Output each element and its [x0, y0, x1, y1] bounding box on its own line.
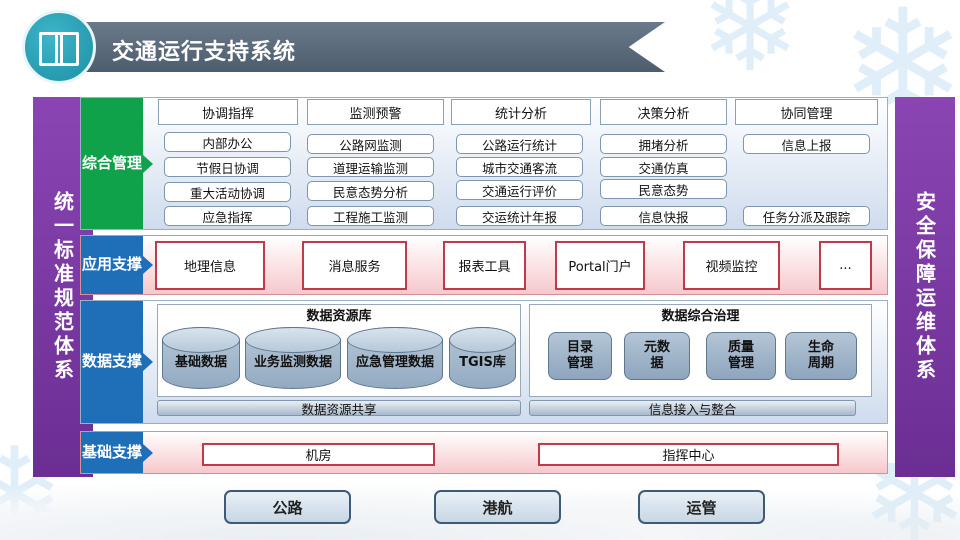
list-item: 信息上报	[743, 134, 870, 154]
db-cylinder: 业务监测数据	[245, 327, 341, 389]
page-title: 交通运行支持系统	[112, 40, 297, 65]
infra-item: 指挥中心	[538, 443, 839, 466]
infra-item: 机房	[202, 443, 435, 466]
right-pillar: 安全保障运维体系	[895, 97, 955, 477]
list-item: 任务分派及跟踪	[743, 206, 870, 226]
column-header: 协调指挥	[158, 99, 298, 125]
list-item: 内部办公	[164, 132, 291, 152]
resource-share-bar: 数据资源共享	[157, 400, 521, 417]
db-label: TGIS库	[459, 355, 506, 371]
app-item: 视频监控	[683, 241, 780, 290]
list-item: 道理运输监测	[307, 157, 434, 177]
column-header: 监测预警	[307, 99, 444, 125]
app-support-label: 应用支撑	[81, 236, 153, 294]
db-label: 应急管理数据	[355, 355, 434, 371]
list-item: 公路网监测	[307, 134, 434, 154]
app-item: 消息服务	[302, 241, 407, 290]
list-item: 城市交通客流	[456, 157, 583, 177]
app-item: ...	[819, 241, 872, 290]
db-label: 基础数据	[174, 355, 227, 371]
governance-title: 数据综合治理	[661, 308, 740, 324]
app-item: 地理信息	[155, 241, 265, 290]
list-item: 应急指挥	[164, 206, 291, 226]
column-header: 统计分析	[451, 99, 591, 125]
list-item: 公路运行统计	[456, 134, 583, 154]
title-badge	[22, 10, 96, 84]
db-cylinder: 应急管理数据	[347, 327, 443, 389]
list-item: 民意态势分析	[307, 181, 434, 201]
data-support-label: 数据支撑	[81, 301, 153, 423]
integrated-mgmt-label: 综合管理	[81, 98, 153, 229]
list-item: 民意态势	[600, 179, 727, 199]
governance-item: 质量管理	[706, 332, 776, 380]
column-header: 协同管理	[735, 99, 878, 125]
db-cylinder: TGIS库	[449, 327, 516, 389]
list-item: 交通运行评价	[456, 180, 583, 200]
list-item: 拥堵分析	[600, 134, 727, 154]
list-item: 节假日协调	[164, 157, 291, 177]
list-item: 工程施工监测	[307, 206, 434, 226]
right-pillar-label: 安全保障运维体系	[912, 191, 937, 383]
governance-item: 元数据	[624, 332, 690, 380]
list-item: 信息快报	[600, 206, 727, 226]
governance-item: 目录管理	[548, 332, 612, 380]
infra-support-label: 基础支撑	[81, 432, 153, 473]
governance-item: 生命周期	[785, 332, 857, 380]
list-item: 重大活动协调	[164, 182, 291, 202]
book-icon	[39, 32, 79, 66]
left-pillar-label: 统一标准规范体系	[50, 191, 75, 383]
app-item: Portal门户	[555, 241, 645, 290]
bottom-item-road: 公路	[224, 490, 351, 524]
db-cylinder: 基础数据	[162, 327, 240, 389]
app-item: 报表工具	[443, 241, 526, 290]
list-item: 交运统计年报	[456, 206, 583, 226]
list-item: 交通仿真	[600, 157, 727, 177]
resource-lib-title: 数据资源库	[306, 308, 372, 324]
column-header: 决策分析	[600, 99, 727, 125]
db-label: 业务监测数据	[253, 355, 332, 371]
bottom-item-transport: 运管	[638, 490, 765, 524]
title-banner	[60, 22, 665, 72]
info-integration-bar: 信息接入与整合	[529, 400, 856, 417]
snowflake-decoration: ❄	[700, 0, 801, 99]
bottom-item-port: 港航	[434, 490, 561, 524]
